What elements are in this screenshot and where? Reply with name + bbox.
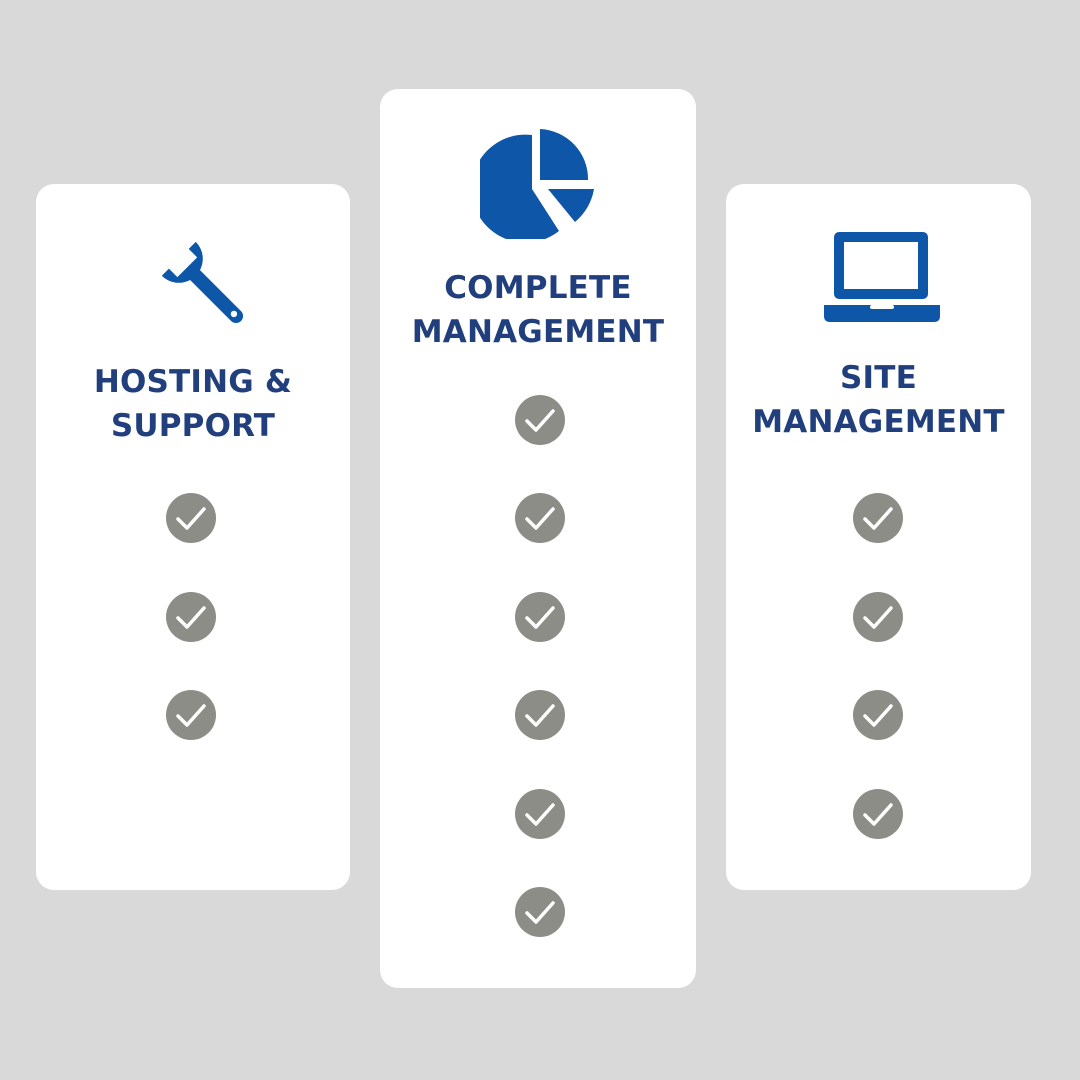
check-icon <box>853 493 903 543</box>
card-title-line: SITE <box>840 360 917 396</box>
card-title-line: MANAGEMENT <box>411 314 665 350</box>
check-icon <box>166 592 216 642</box>
card-title: SITE MANAGEMENT <box>726 356 1031 444</box>
check-icon <box>515 493 565 543</box>
check-icon <box>166 690 216 740</box>
check-icon <box>515 887 565 937</box>
card-title-line: SUPPORT <box>110 408 276 444</box>
check-icon <box>515 395 565 445</box>
card-title: COMPLETE MANAGEMENT <box>380 266 696 354</box>
check-icon <box>515 789 565 839</box>
card-title-line: COMPLETE <box>444 270 632 306</box>
laptop-icon <box>824 232 940 322</box>
card-title-line: MANAGEMENT <box>752 404 1005 440</box>
check-icon <box>515 690 565 740</box>
check-icon <box>853 690 903 740</box>
wrench-icon <box>161 241 244 324</box>
check-icon <box>515 592 565 642</box>
check-icon <box>853 789 903 839</box>
plan-card-complete-management: COMPLETE MANAGEMENT <box>380 89 696 988</box>
pie-chart-icon <box>480 129 594 239</box>
check-icon <box>166 493 216 543</box>
card-title-line: HOSTING & <box>93 364 293 400</box>
plan-card-hosting-support: HOSTING & SUPPORT <box>36 184 350 890</box>
check-icon <box>853 592 903 642</box>
card-title: HOSTING & SUPPORT <box>36 360 350 448</box>
plan-card-site-management: SITE MANAGEMENT <box>726 184 1031 890</box>
